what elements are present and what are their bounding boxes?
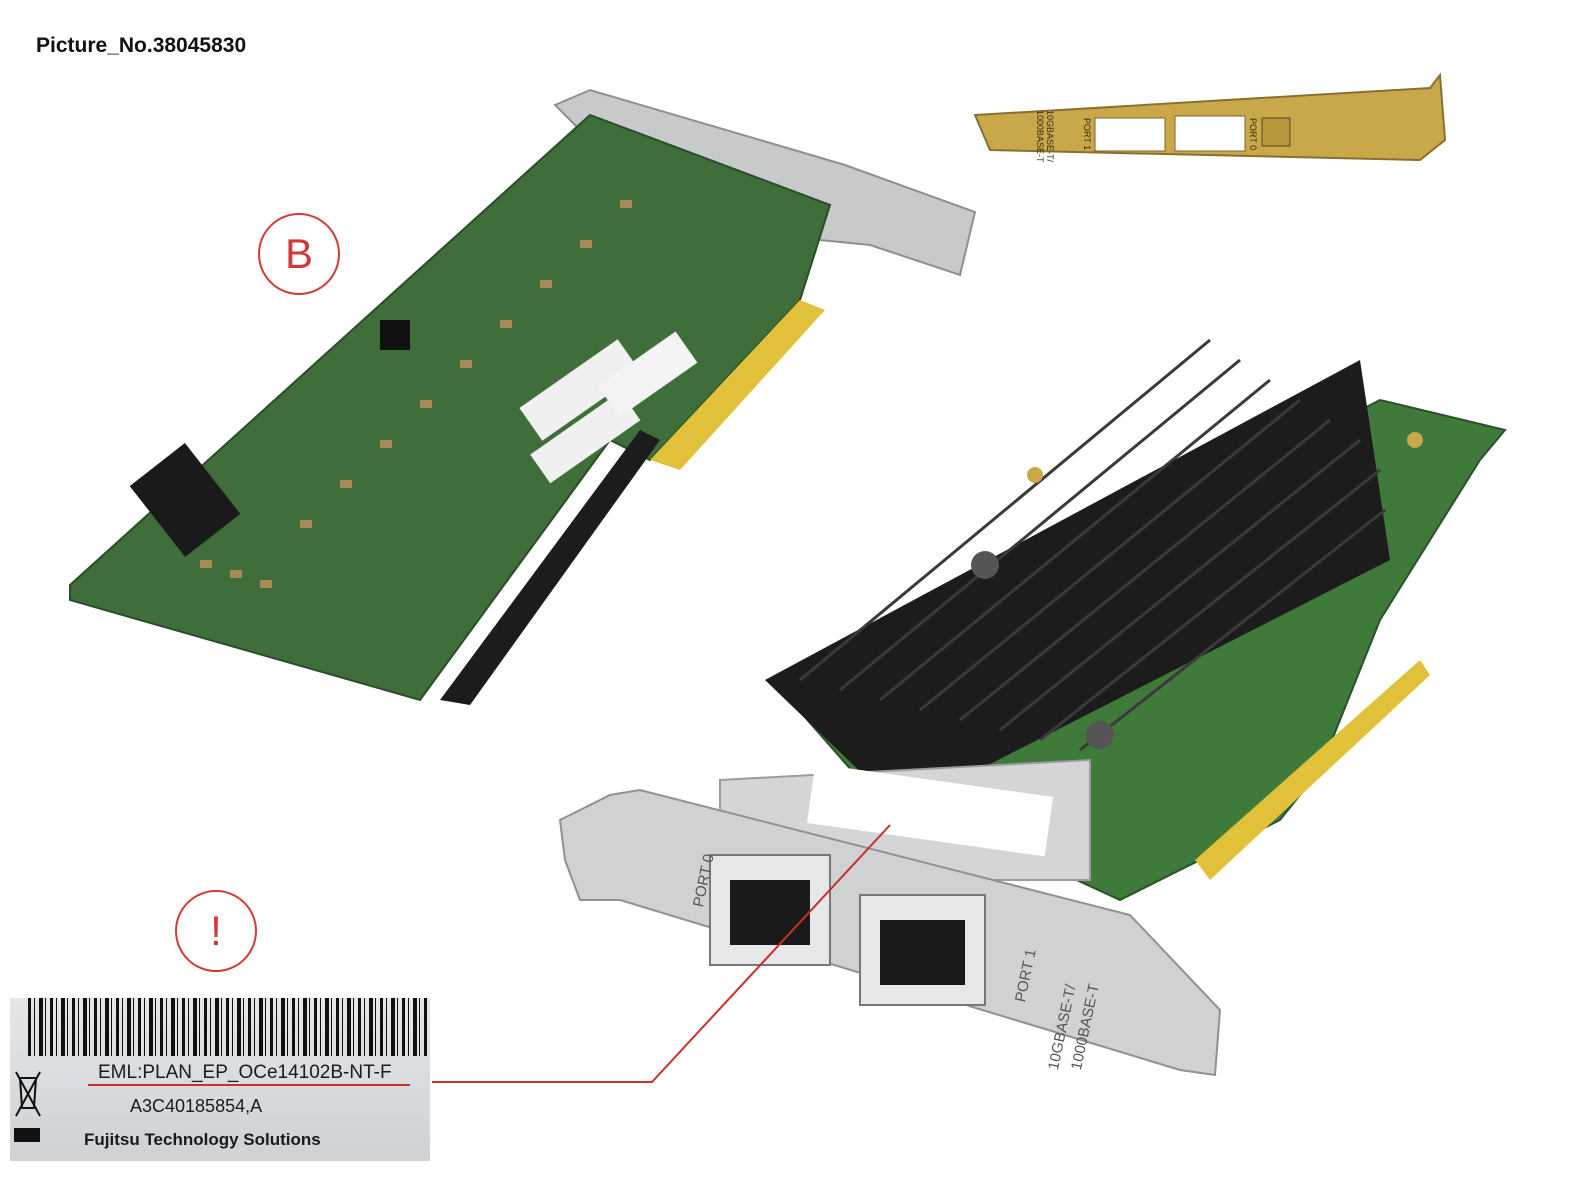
weee-bar [14,1128,40,1142]
spare-bracket-text: 10GBASE-T/ 1000BASE-T [1035,110,1055,163]
card-front-view [558,338,1507,1077]
spare-bracket-port0: PORT 0 [1248,118,1258,151]
label-inset: EML:PLAN_EP_OCe14102B-NT-F A3C40185854,A… [10,998,430,1161]
spare-bracket-speed2: 1000BASE-T [1035,110,1045,163]
spare-bracket [973,72,1447,162]
card-rear-view [69,88,977,705]
label-manufacturer: Fujitsu Technology Solutions [84,1130,321,1149]
label-underline [88,1084,410,1086]
marker-warning: ! [175,890,257,972]
label-part-number: A3C40185854,A [130,1096,263,1116]
label-model-line: EML:PLAN_EP_OCe14102B-NT-F [98,1062,392,1083]
spare-bracket-speed1: 10GBASE-T/ [1045,110,1055,163]
barcode [28,998,430,1056]
picture-number-caption: Picture_No.38045830 [36,34,247,57]
weee-bin-icon [15,1071,41,1117]
spare-bracket-port1: PORT 1 [1082,118,1092,151]
marker-b: B [258,213,340,295]
leader-line [432,824,891,1083]
